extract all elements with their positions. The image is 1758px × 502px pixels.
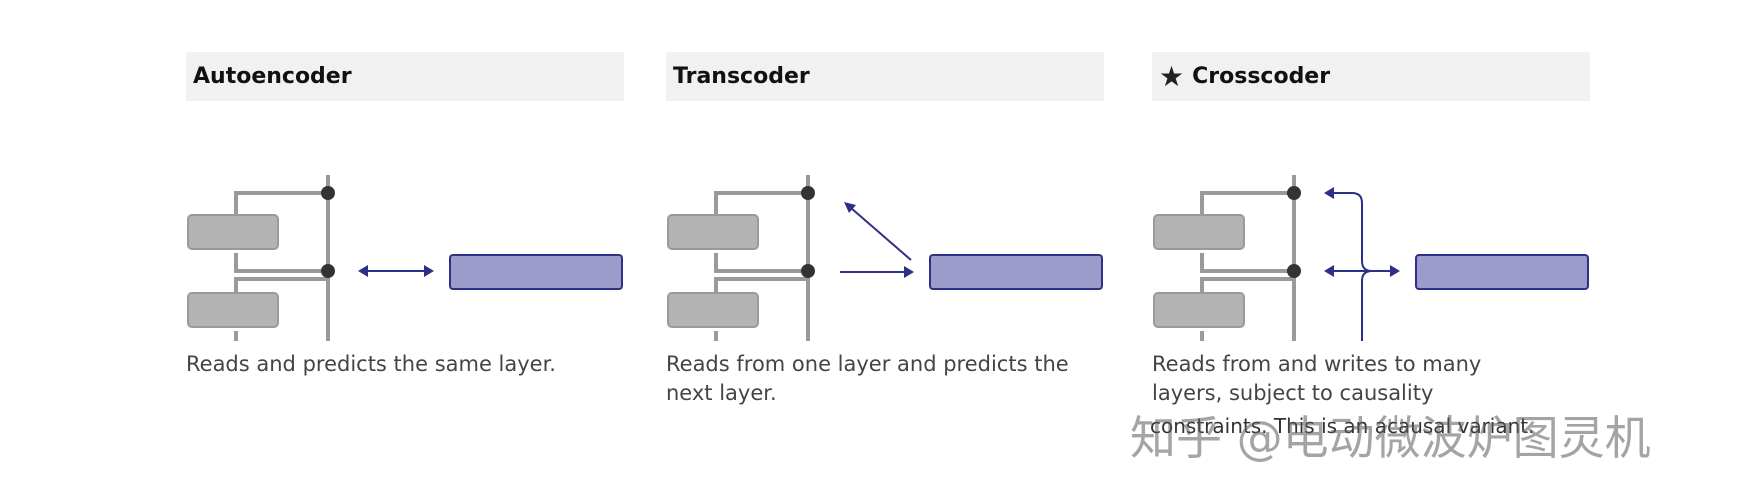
arrow-head-up-left-icon xyxy=(844,202,856,213)
layer-node xyxy=(1287,264,1301,278)
caption-overlap-text: constraints. This is an acausal variant. xyxy=(1150,414,1535,438)
layer-block xyxy=(667,214,759,250)
panel-caption: Reads and predicts the same layer. xyxy=(186,352,556,376)
layer-node xyxy=(321,264,335,278)
panel-autoencoder: Autoencoder Reads and predicts the same … xyxy=(186,52,624,376)
arrow-head-left-icon xyxy=(358,265,368,277)
panel-crosscoder: ★ Crosscoder Reads from and writes to ma… xyxy=(1152,52,1590,405)
skip-connection xyxy=(234,331,238,341)
arrow-head-right-icon xyxy=(1390,265,1400,277)
watermark: 知乎 @电动微波炉图灵机 xyxy=(1130,411,1651,465)
layer-node xyxy=(321,186,335,200)
panel-title: Autoencoder xyxy=(193,64,352,89)
autoencoder-diagram xyxy=(187,175,623,341)
transcoder-diagram xyxy=(667,175,1103,341)
arrow-head-right-icon xyxy=(424,265,434,277)
panel-caption: Reads from and writes to many layers, su… xyxy=(1152,352,1482,405)
skip-connection xyxy=(1200,331,1204,341)
skip-connection xyxy=(234,253,328,273)
layer-node xyxy=(801,186,815,200)
panel-title: Crosscoder xyxy=(1192,64,1331,89)
layer-block xyxy=(667,292,759,328)
arrow-head-right-icon xyxy=(904,266,914,278)
write-arrow xyxy=(850,207,912,261)
panel-header: ★ Crosscoder xyxy=(1152,52,1590,101)
panel-header: Transcoder xyxy=(666,52,1104,101)
dictionary-block xyxy=(929,254,1103,290)
skip-connection xyxy=(714,331,718,341)
dictionary-block xyxy=(1415,254,1589,290)
layer-block xyxy=(1153,292,1245,328)
brace-connector xyxy=(1332,192,1373,341)
arrow-head-left-icon xyxy=(1324,265,1334,277)
layer-node xyxy=(801,264,815,278)
panel-caption: Reads from one layer and predicts the ne… xyxy=(666,352,1069,405)
skip-connection xyxy=(1200,253,1294,273)
dictionary-block xyxy=(449,254,623,290)
panel-title: Transcoder xyxy=(673,64,810,89)
panel-transcoder: Transcoder Reads from one layer and pred… xyxy=(666,52,1104,405)
arrow-head-left-icon xyxy=(1324,187,1334,199)
star-icon: ★ xyxy=(1159,60,1185,92)
crosscoder-diagram xyxy=(1153,175,1589,341)
skip-connection xyxy=(714,253,808,273)
layer-block xyxy=(187,292,279,328)
layer-block xyxy=(1153,214,1245,250)
panel-header: Autoencoder xyxy=(186,52,624,101)
layer-node xyxy=(1287,186,1301,200)
layer-block xyxy=(187,214,279,250)
